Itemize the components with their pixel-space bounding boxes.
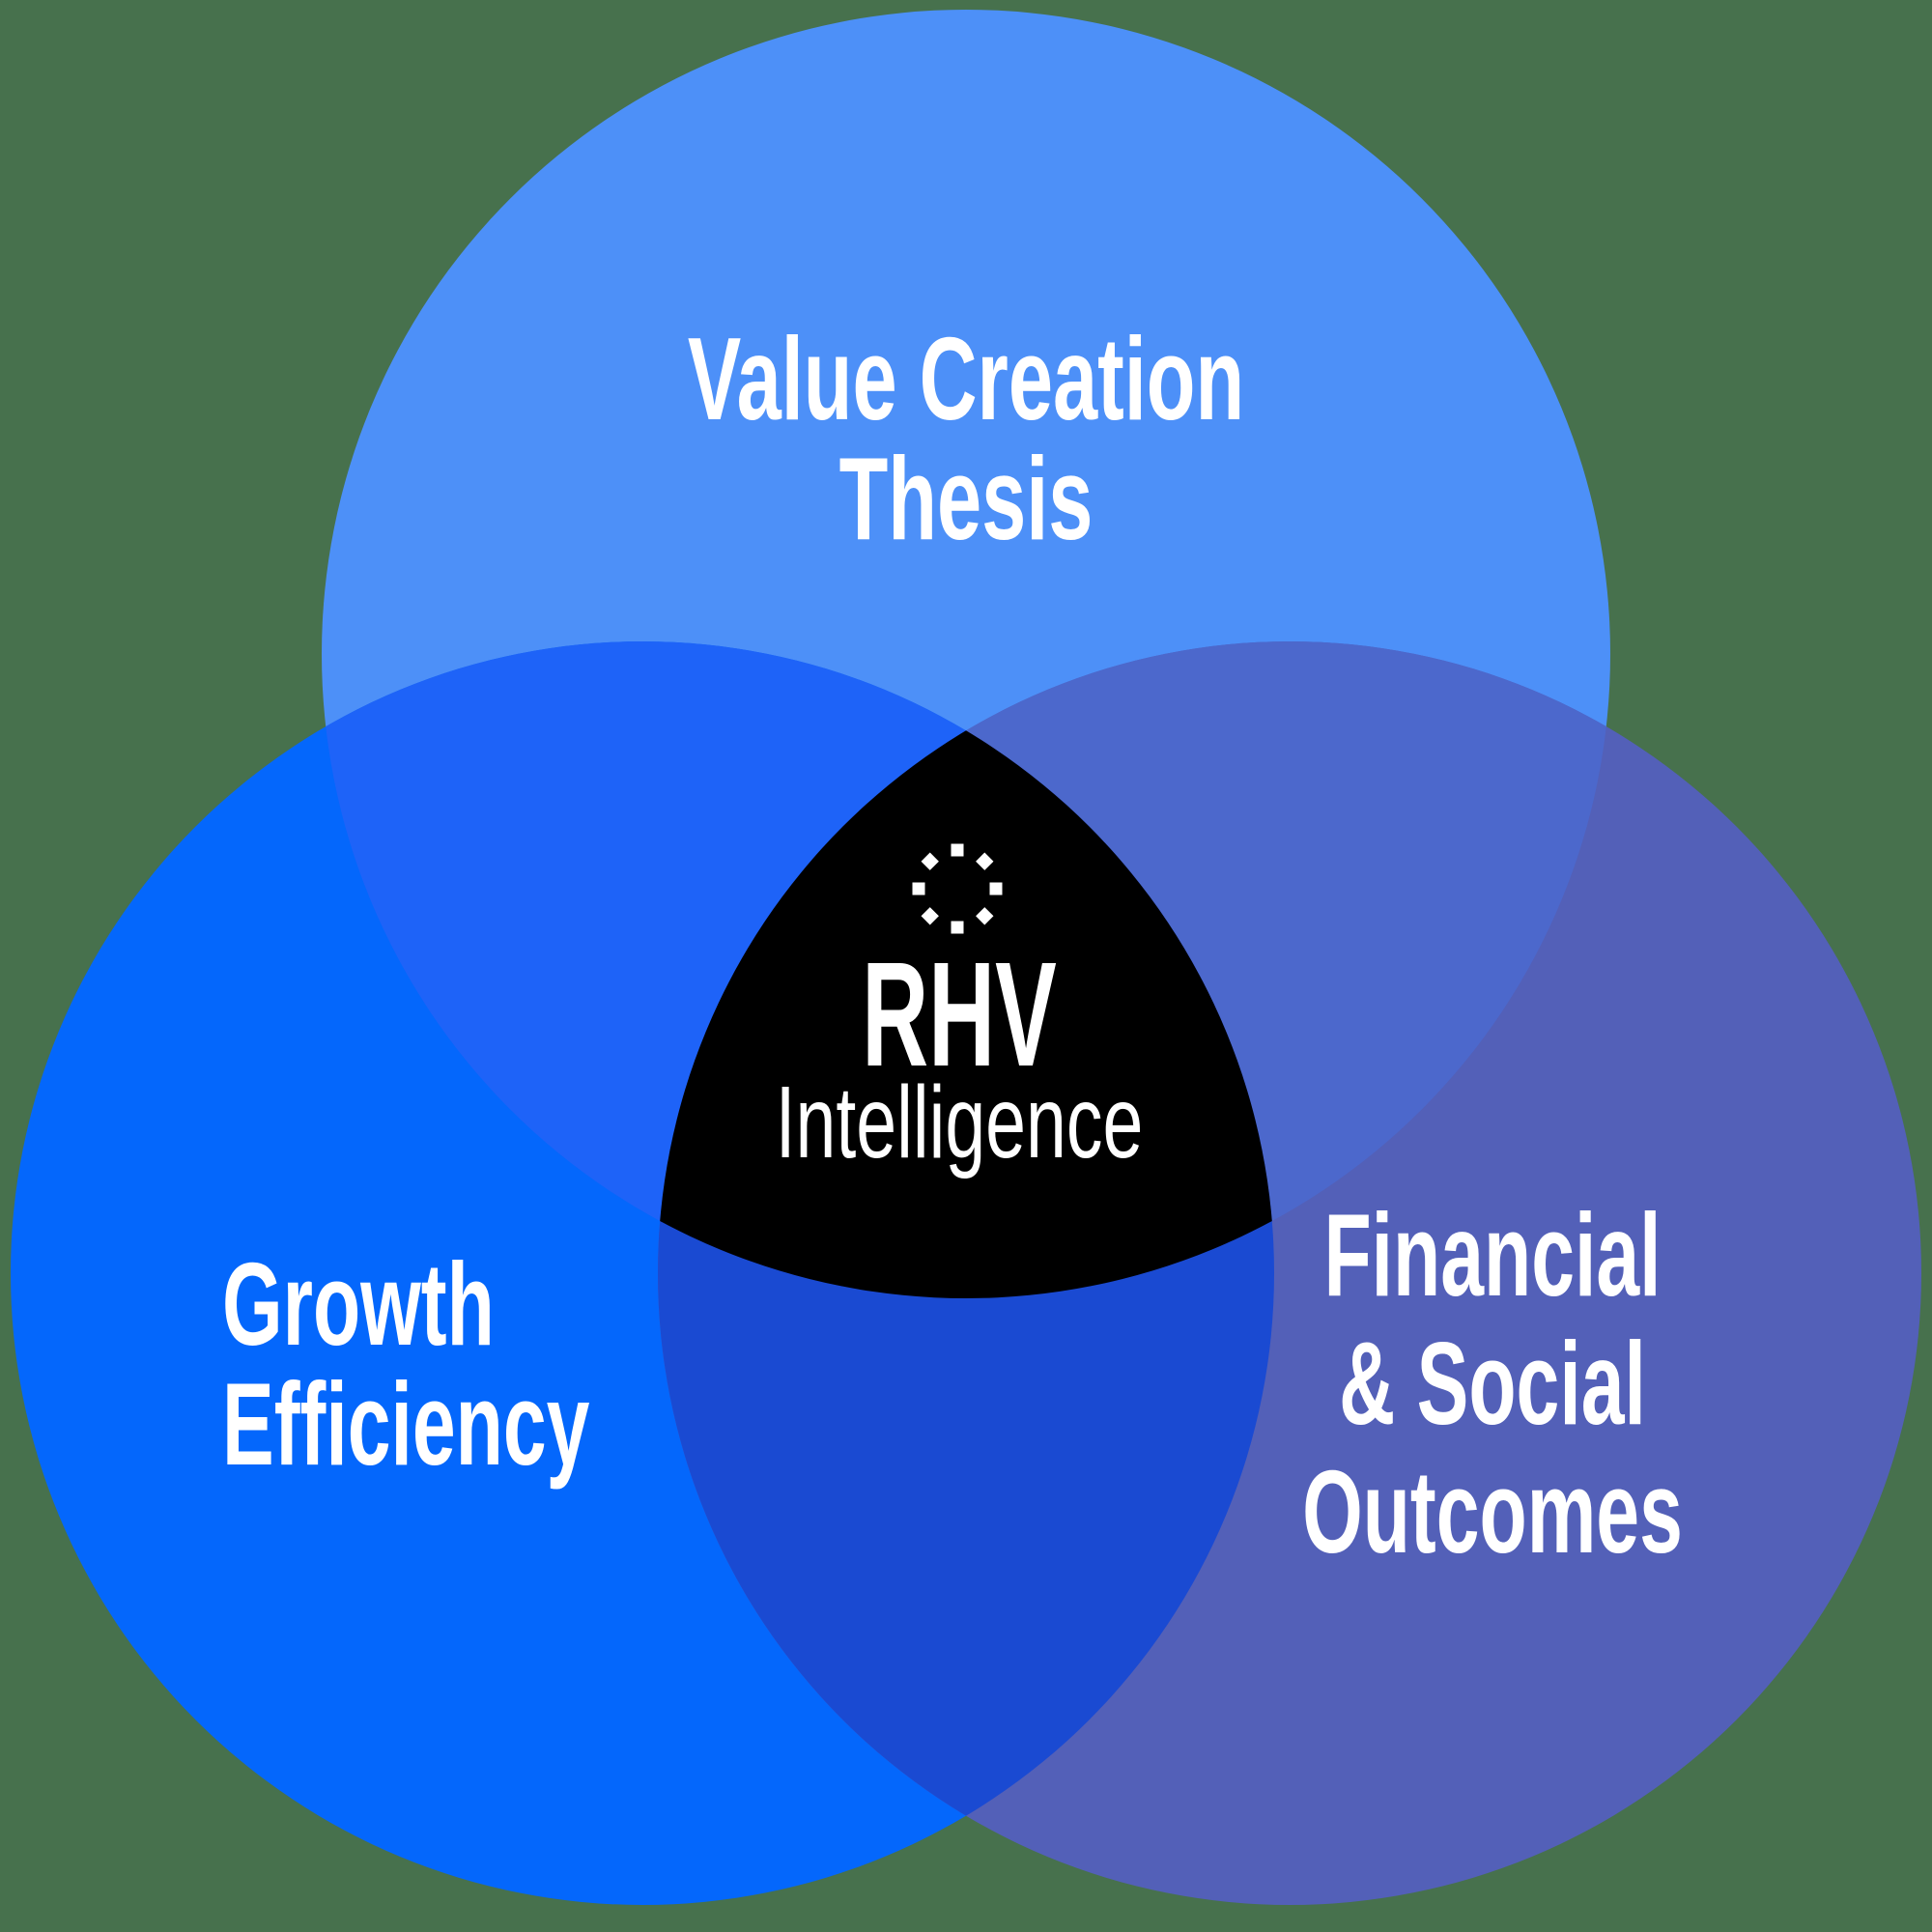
label-line: Value Creation xyxy=(687,313,1245,444)
label-line: Outcomes xyxy=(1302,1446,1683,1577)
center-title: RHV xyxy=(862,931,1057,1097)
label-line: Growth xyxy=(222,1238,495,1370)
label-line: & Social xyxy=(1339,1318,1646,1449)
label-line: Financial xyxy=(1323,1189,1662,1321)
label-line: Thesis xyxy=(838,433,1094,564)
label-line: Efficiency xyxy=(222,1358,590,1490)
label-growth-efficiency: Growth Efficiency xyxy=(222,1244,589,1484)
center-subtitle: Intelligence xyxy=(775,1065,1144,1179)
label-value-creation-thesis: Value Creation Thesis xyxy=(309,319,1623,558)
label-financial-social-outcomes: Financial & Social Outcomes xyxy=(1237,1191,1747,1577)
